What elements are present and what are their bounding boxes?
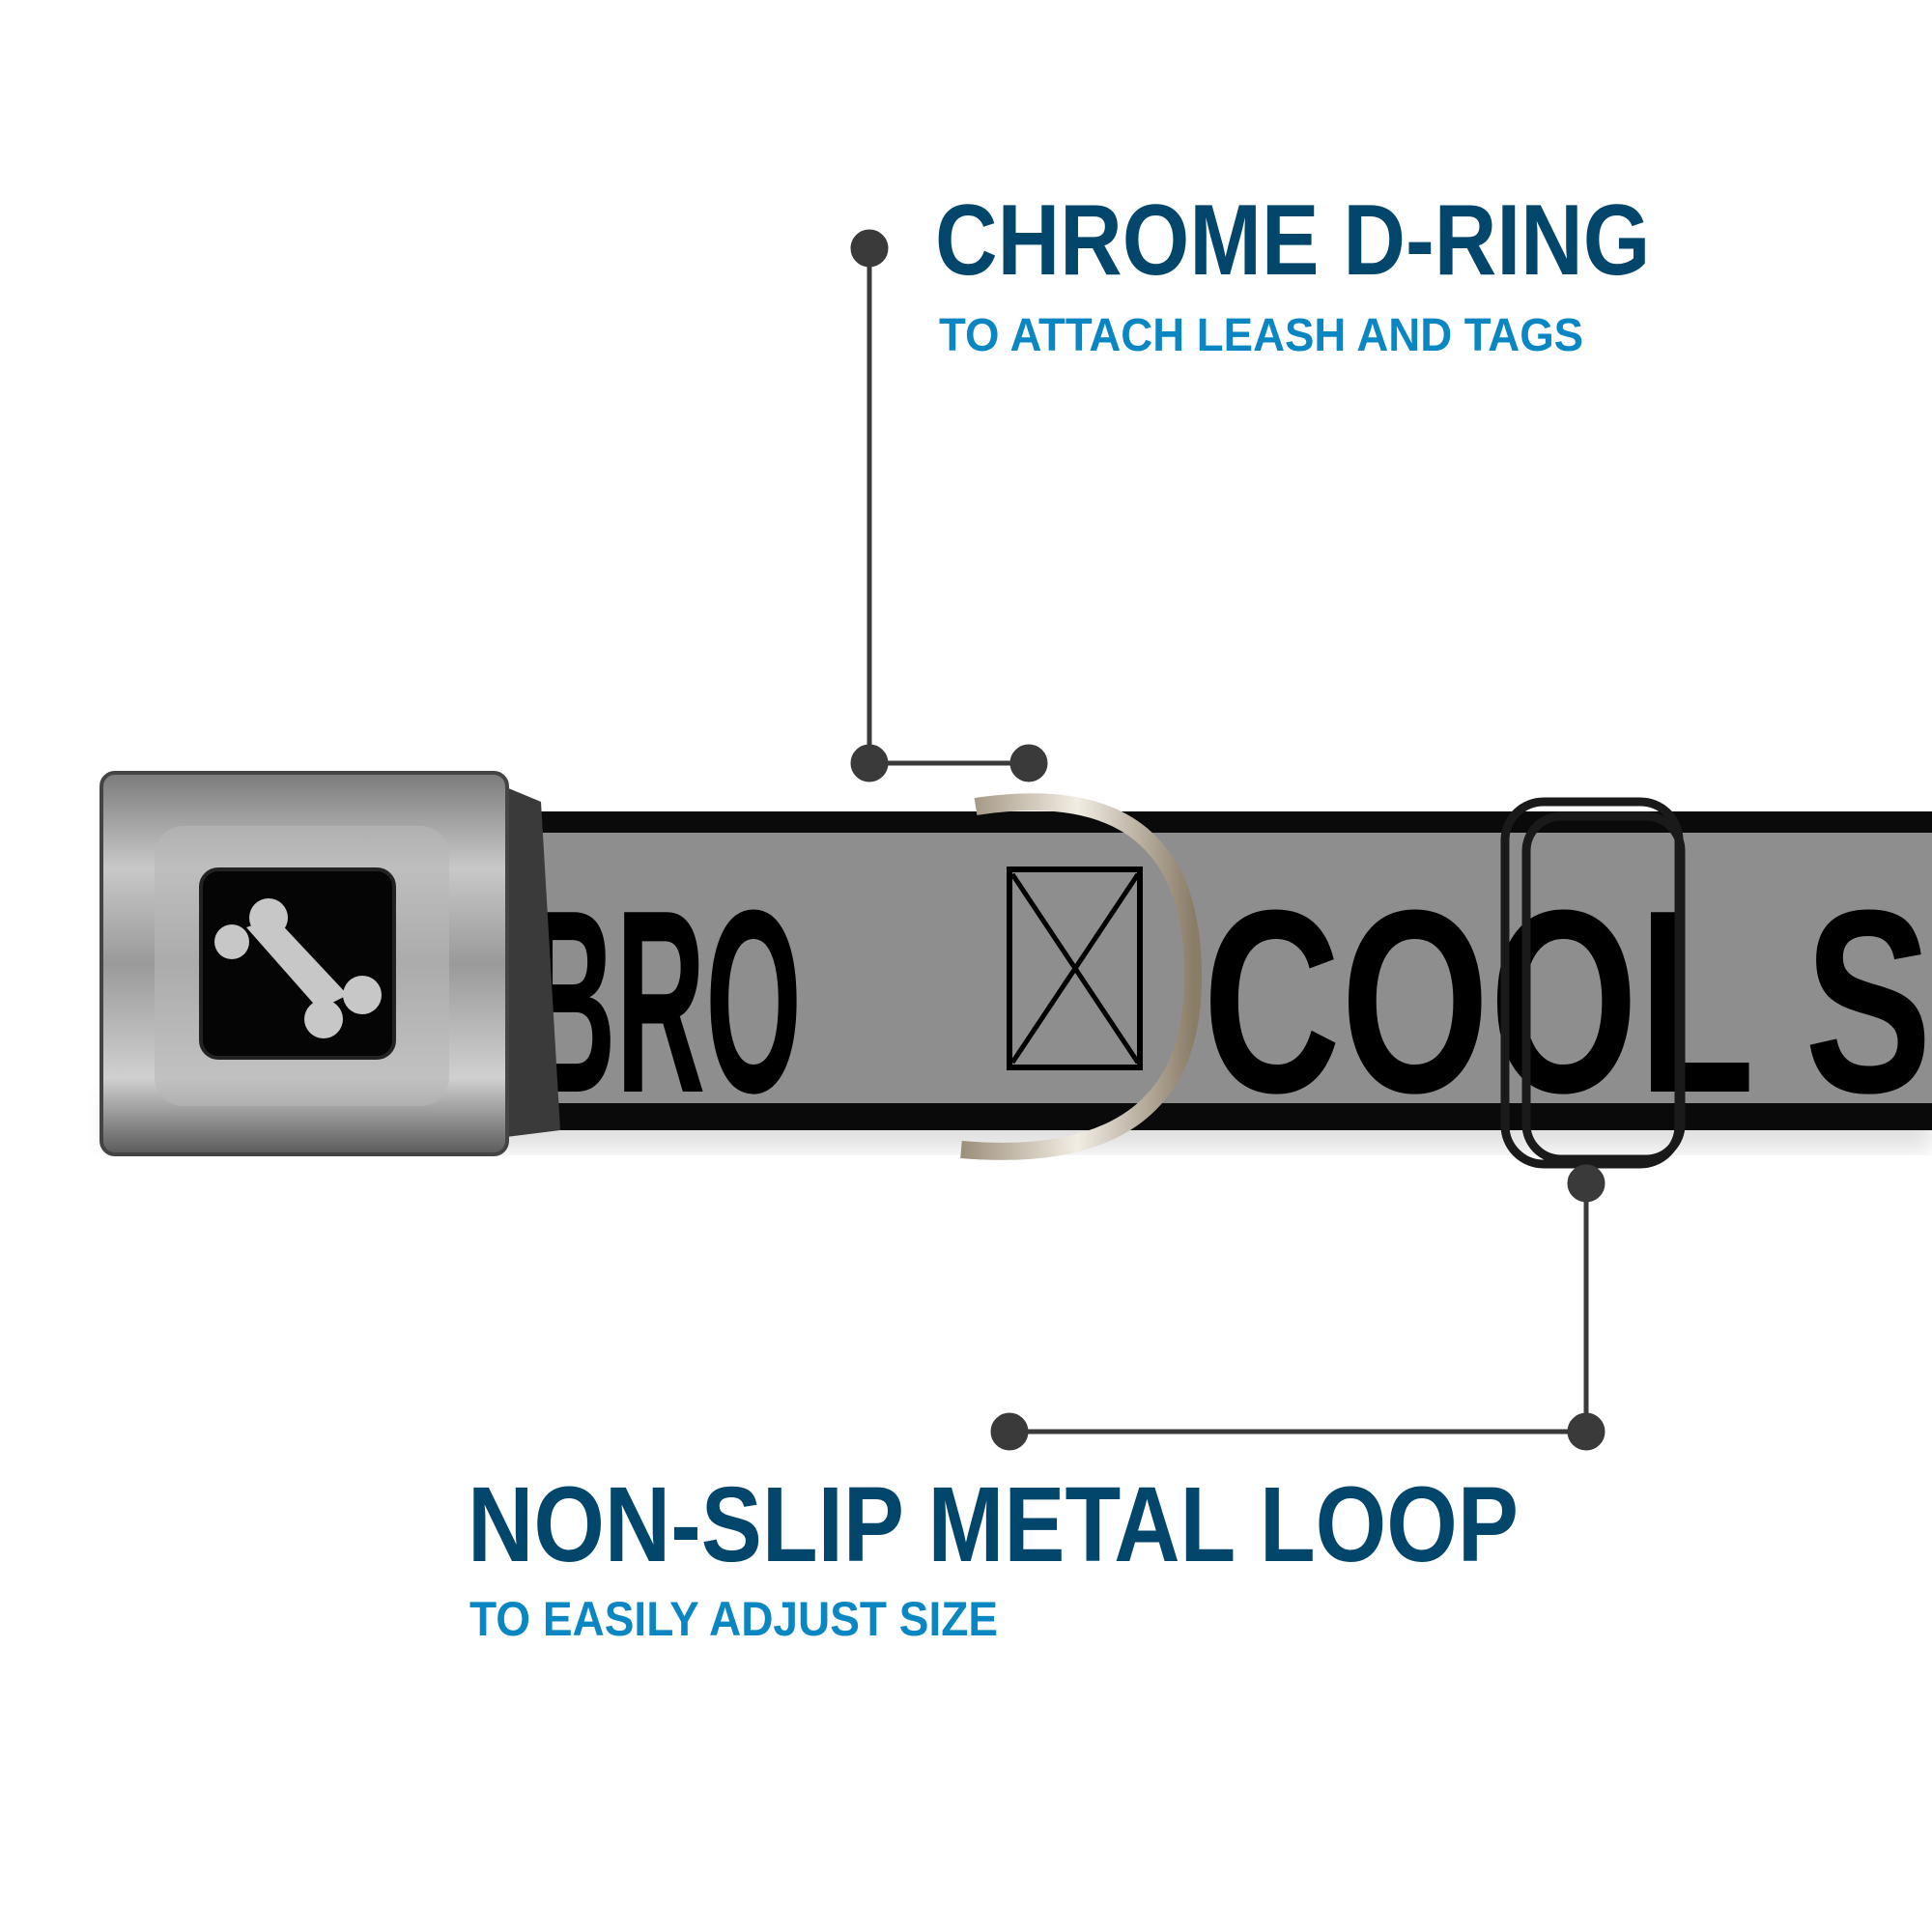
metal-loop[interactable]: [1500, 797, 1686, 1169]
strap-text-cool: COOL S: [1203, 857, 1932, 1148]
d-ring[interactable]: [960, 793, 1203, 1160]
strap-text-bro: BRO: [526, 856, 802, 1148]
loop-callout-title: NON-SLIP METAL LOOP: [468, 1465, 1519, 1584]
strap-box-glyph: [1007, 867, 1143, 1070]
d-ring-leader-line: [850, 229, 1048, 782]
d-ring-callout-title: CHROME D-RING: [935, 185, 1651, 297]
seatbelt-buckle[interactable]: [99, 771, 560, 1156]
loop-callout-subtitle: TO EASILY ADJUST SIZE: [469, 1592, 999, 1646]
d-ring-callout-subtitle: TO ATTACH LEASH AND TAGS: [939, 310, 1584, 361]
bone-icon: [214, 898, 382, 1038]
loop-leader-line: [990, 1164, 1605, 1451]
collar-strap: BRO COOL S: [502, 811, 1932, 1148]
